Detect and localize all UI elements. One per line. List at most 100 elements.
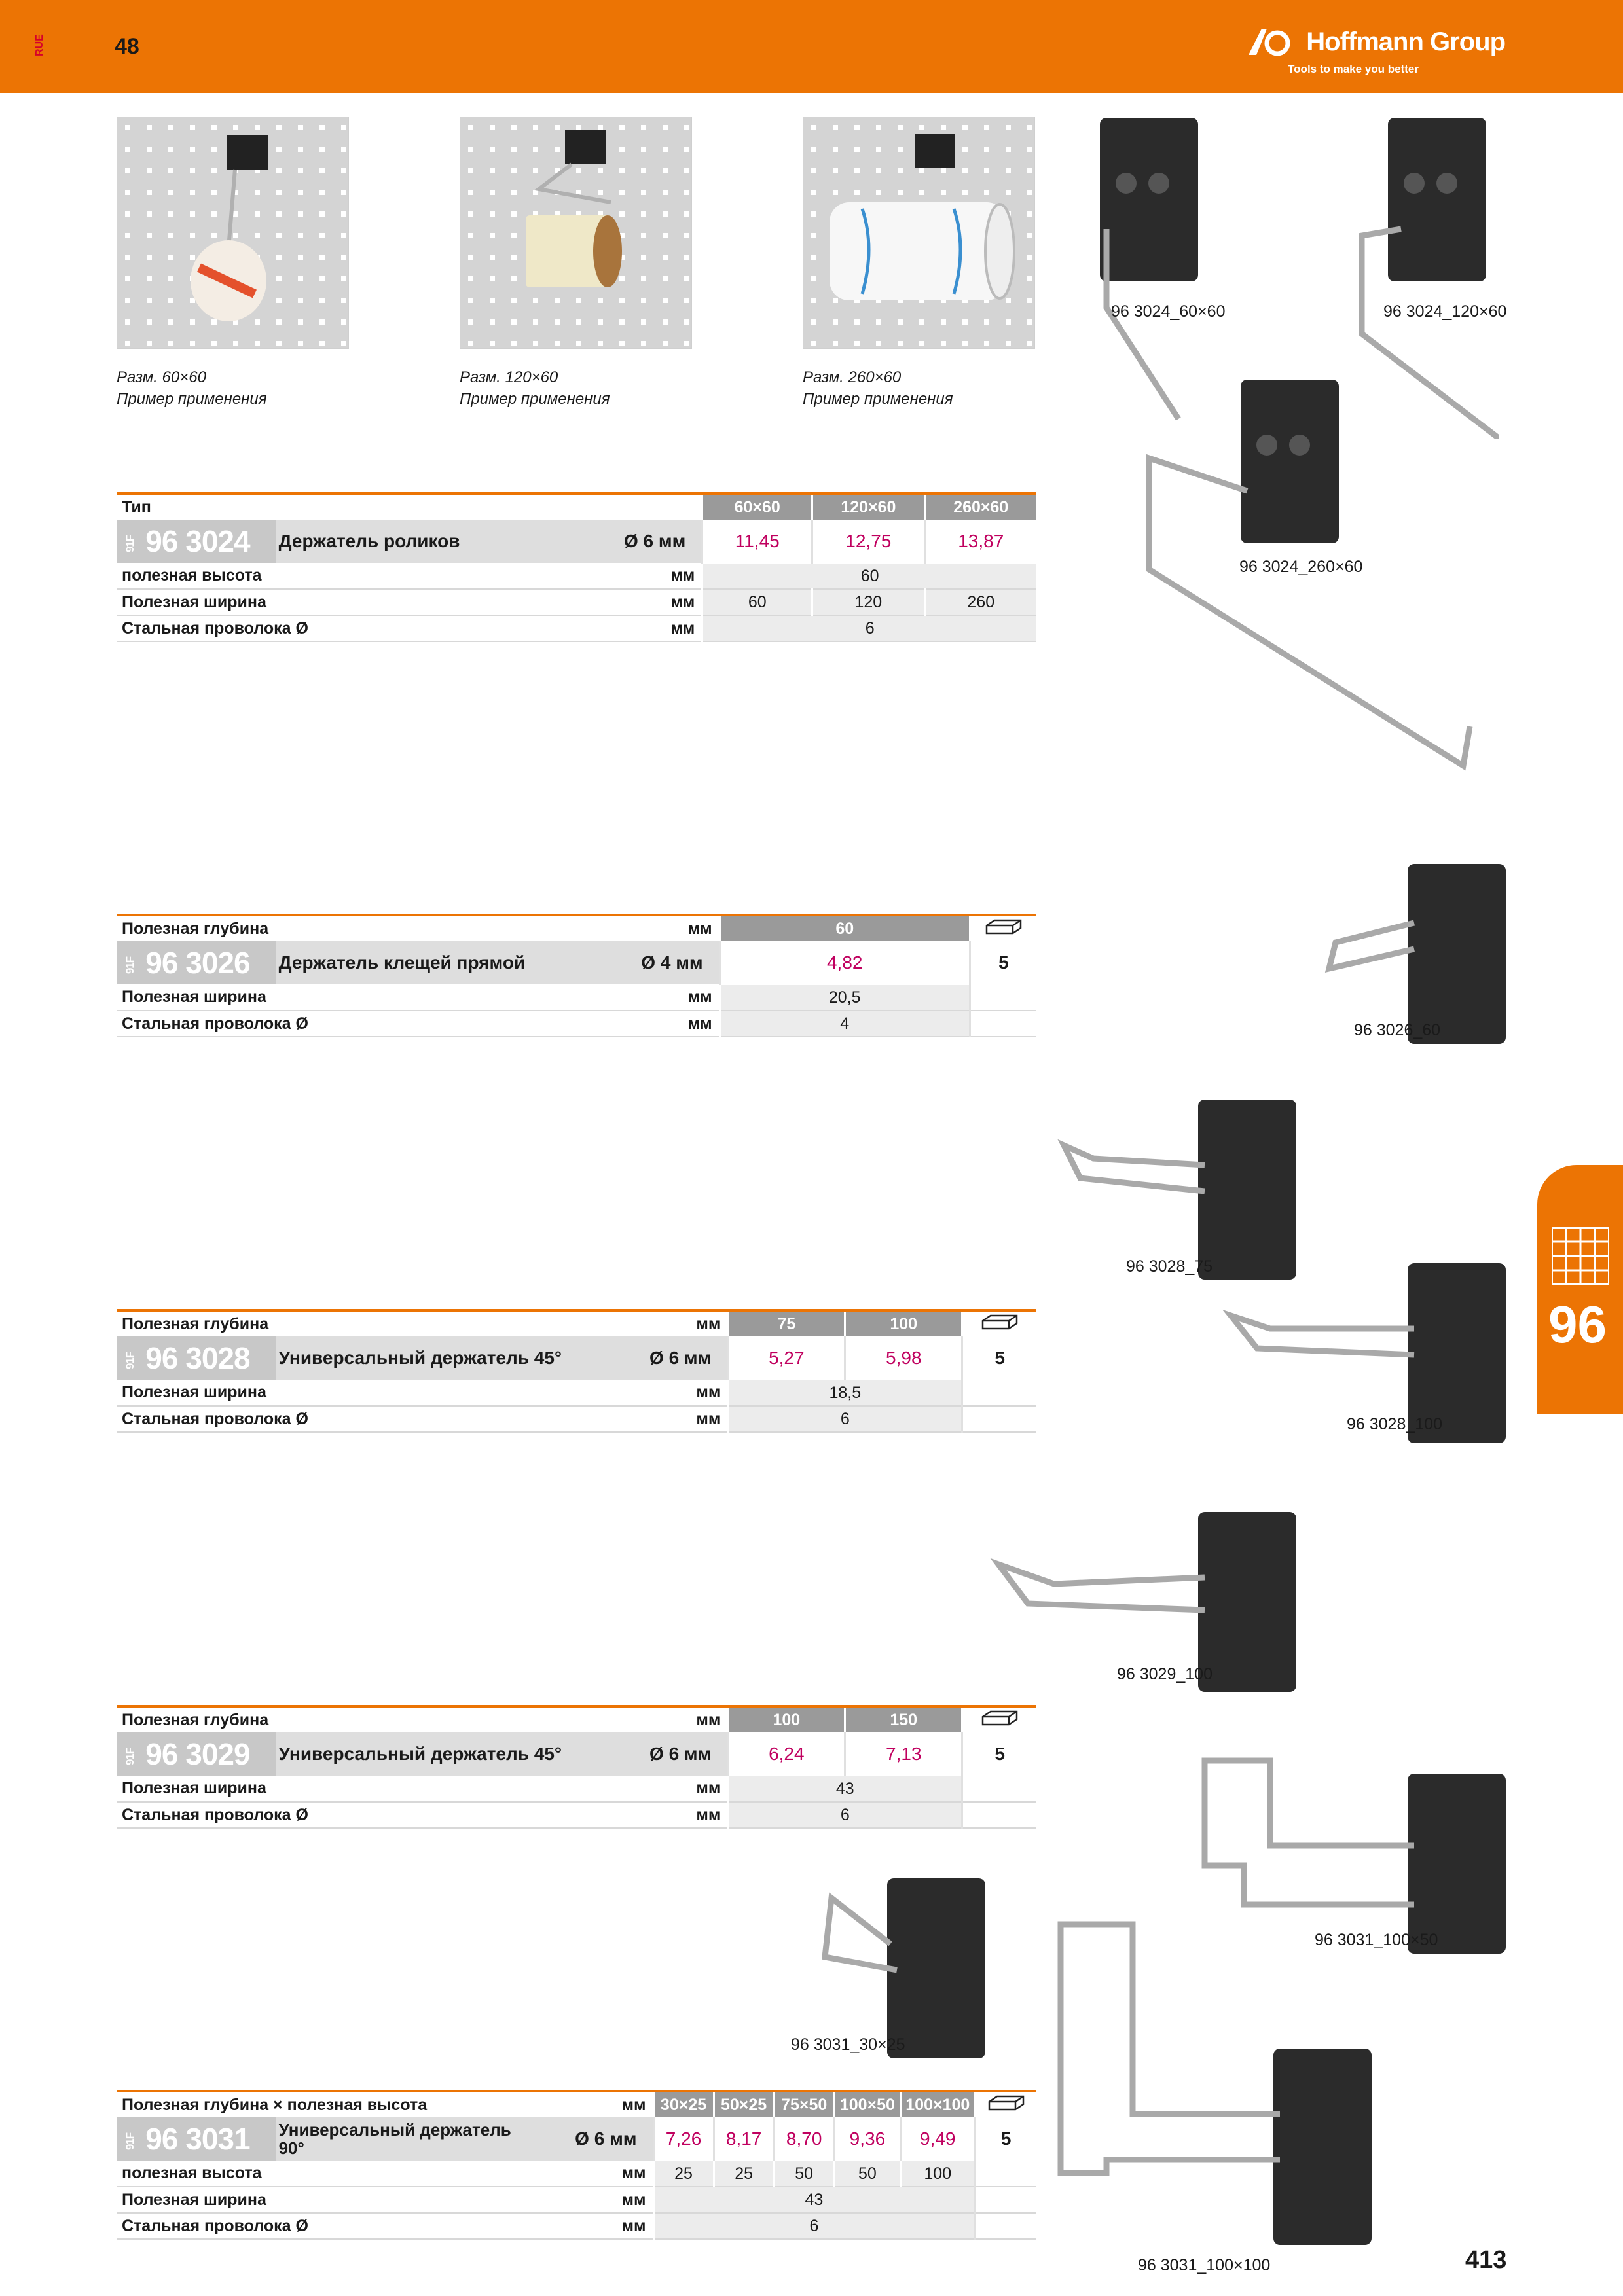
column-header: 50×25 bbox=[712, 2091, 775, 2117]
row-value: 6 bbox=[701, 615, 1036, 642]
column-header: 120×60 bbox=[811, 493, 924, 520]
product-label: 96 3031_100×50 bbox=[1315, 1931, 1438, 1949]
row-value: 25 bbox=[712, 2160, 775, 2187]
row-label: Стальная проволока Ø bbox=[117, 1406, 562, 1433]
product-label: 96 3026_60 bbox=[1354, 1021, 1441, 1039]
row-unit: мм bbox=[562, 1776, 728, 1803]
photo-caption-60x60: Разм. 60×60 Пример применения bbox=[117, 367, 267, 410]
product-description: Универсальный держатель 45° bbox=[276, 1732, 562, 1776]
column-header: 75 bbox=[727, 1310, 845, 1336]
price: 7,26 bbox=[652, 2117, 714, 2161]
row-label: полезная высота bbox=[117, 563, 532, 590]
language-code: RUE bbox=[34, 34, 45, 56]
header-unit: мм bbox=[687, 919, 712, 938]
pegboard-application-photo-icon bbox=[117, 117, 348, 348]
caption-size: Разм. 60×60 bbox=[117, 368, 206, 386]
caption-example: Пример применения bbox=[460, 390, 610, 408]
column-header: 100×50 bbox=[833, 2091, 901, 2117]
empty-cell bbox=[974, 2161, 1036, 2187]
row-value: 50 bbox=[773, 2160, 835, 2187]
column-header: 150 bbox=[844, 1706, 962, 1732]
header-unit: мм bbox=[696, 1314, 721, 1333]
row-value: 120 bbox=[811, 588, 924, 616]
row-label: Стальная проволока Ø bbox=[117, 1011, 548, 1037]
row-label: Полезная ширина bbox=[117, 1776, 562, 1803]
photo-120x60 bbox=[460, 117, 692, 349]
price: 11,45 bbox=[701, 520, 812, 563]
row-value: 60 bbox=[701, 562, 1036, 590]
product-code: 91F 96 3029 bbox=[117, 1736, 250, 1772]
product-description: Держатель роликов bbox=[276, 520, 532, 563]
photo-260x60 bbox=[803, 117, 1035, 349]
row-unit: мм bbox=[511, 2161, 653, 2187]
product-code-number: 96 3031 bbox=[145, 2122, 250, 2156]
column-header: 30×25 bbox=[652, 2091, 714, 2117]
row-label: Стальная проволока Ø bbox=[117, 1802, 562, 1829]
row-unit: мм bbox=[547, 984, 720, 1011]
roll-holder-120x60-icon bbox=[1359, 118, 1499, 439]
column-header: 60×60 bbox=[701, 493, 812, 520]
row-label: полезная высота bbox=[117, 2161, 511, 2187]
empty-cell bbox=[961, 1406, 1036, 1433]
row-value: 6 bbox=[727, 1405, 962, 1433]
universal-holder-90-100x100-icon bbox=[1057, 1921, 1372, 2245]
product-prefix: 91F bbox=[124, 2132, 137, 2150]
product-prefix: 91F bbox=[124, 1352, 137, 1369]
wire-diameter: Ø 6 мм bbox=[562, 1336, 728, 1380]
row-value: 43 bbox=[652, 2186, 975, 2214]
row-label: Полезная ширина bbox=[117, 589, 532, 616]
brand-name: Hoffmann Group bbox=[1306, 27, 1506, 56]
header-unit: мм bbox=[621, 2095, 646, 2114]
caption-size: Разм. 260×60 bbox=[803, 368, 902, 386]
product-code: 91F 96 3031 bbox=[117, 2121, 250, 2157]
product-prefix: 91F bbox=[124, 1748, 137, 1765]
row-value: 60 bbox=[701, 588, 812, 616]
pack-size-icon bbox=[961, 1310, 1036, 1336]
header-unit: мм bbox=[696, 1710, 721, 1729]
table-header-label: Полезная глубина bbox=[122, 919, 269, 938]
header-bar bbox=[0, 0, 1623, 93]
product-code-number: 96 3028 bbox=[145, 1341, 250, 1375]
row-label: Полезная ширина bbox=[117, 2187, 511, 2214]
universal-holder-90-100x50-icon bbox=[1201, 1757, 1506, 1954]
photo-caption-120x60: Разм. 120×60 Пример применения bbox=[460, 367, 610, 410]
product-code-number: 96 3029 bbox=[145, 1737, 250, 1771]
price: 9,49 bbox=[900, 2117, 975, 2161]
product-label: 96 3024_60×60 bbox=[1111, 302, 1226, 321]
empty-cell bbox=[968, 1011, 1036, 1037]
wire-diameter: Ø 6 мм bbox=[562, 1732, 728, 1776]
column-header: 60 bbox=[718, 915, 970, 941]
row-value: 18,5 bbox=[727, 1379, 962, 1407]
price: 8,17 bbox=[712, 2117, 775, 2161]
row-unit: мм bbox=[531, 563, 702, 590]
price: 13,87 bbox=[923, 520, 1036, 563]
price: 5,27 bbox=[727, 1336, 845, 1380]
wire-diameter: Ø 6 мм bbox=[511, 2117, 653, 2161]
roll-holder-60x60-icon bbox=[1100, 118, 1198, 421]
row-unit: мм bbox=[547, 1011, 720, 1037]
product-code: 91F 96 3028 bbox=[117, 1340, 250, 1376]
brand-tagline: Tools to make you better bbox=[1288, 63, 1419, 75]
row-label: Стальная проволока Ø bbox=[117, 615, 532, 642]
column-header: 260×60 bbox=[923, 493, 1036, 520]
row-unit: мм bbox=[531, 615, 702, 642]
pegboard-application-photo-icon bbox=[803, 117, 1034, 348]
column-header: 100×100 bbox=[900, 2091, 975, 2117]
pack-size-icon bbox=[974, 2091, 1036, 2117]
price: 8,70 bbox=[773, 2117, 835, 2161]
chapter-side-tab bbox=[1537, 1165, 1623, 1414]
price: 9,36 bbox=[833, 2117, 901, 2161]
product-description: Держатель клещей прямой bbox=[276, 941, 548, 984]
row-unit: мм bbox=[531, 589, 702, 616]
pack-size-icon bbox=[961, 1706, 1036, 1732]
product-label: 96 3028_100 bbox=[1347, 1415, 1442, 1433]
product-label: 96 3031_30×25 bbox=[791, 2036, 905, 2054]
pack-quantity: 5 bbox=[974, 2117, 1036, 2161]
column-header: 75×50 bbox=[773, 2091, 835, 2117]
